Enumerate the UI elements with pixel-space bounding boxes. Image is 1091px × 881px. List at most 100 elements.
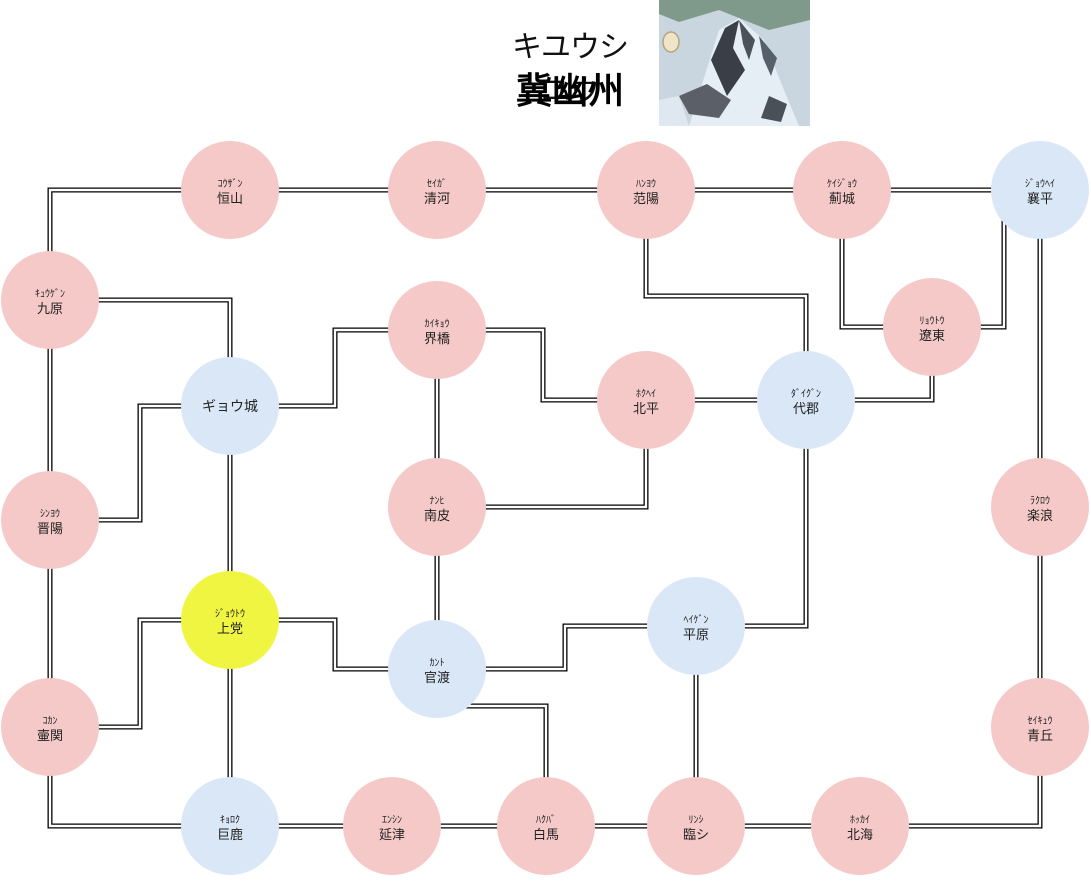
- city-reading: ｾｲｶﾞ: [427, 178, 447, 190]
- city-reading: ﾊﾝﾖｳ: [636, 178, 656, 190]
- city-node-hokkai[interactable]: ﾎｯｶｲ 北海: [811, 777, 909, 875]
- city-node-seikyuu[interactable]: ｾｲｷｭｳ 青丘: [991, 678, 1089, 776]
- city-circle: [388, 458, 486, 556]
- city-node-gyoujou[interactable]: ギョウ城: [181, 357, 279, 455]
- city-circle: [647, 577, 745, 675]
- city-circle: [181, 777, 279, 875]
- city-reading: ﾅﾝﾋ: [430, 495, 445, 507]
- city-reading: ｴﾝｼﾝ: [382, 815, 402, 826]
- city-name: 平原: [683, 628, 709, 643]
- city-node-joutou[interactable]: ｼﾞｮｳﾄｳ 上党: [181, 571, 279, 669]
- city-name: 襄平: [1027, 191, 1053, 207]
- city-node-heigen[interactable]: ﾍｲｹﾞﾝ 平原: [647, 577, 745, 675]
- city-node-kyuugen[interactable]: ｷｭｳｹﾞﾝ 九原: [1, 251, 99, 349]
- city-reading: ﾎｸﾍｲ: [636, 388, 656, 400]
- city-name: 壷関: [37, 729, 63, 744]
- city-name: 范陽: [633, 192, 659, 207]
- city-circle: [757, 351, 855, 449]
- city-circle: [181, 357, 279, 455]
- city-reading: ﾗｸﾛｳ: [1030, 495, 1050, 507]
- city-reading: ｷｭｳｹﾞﾝ: [35, 288, 65, 300]
- city-name: 南皮: [424, 508, 450, 524]
- city-circle: [388, 620, 486, 718]
- city-node-hokuhei[interactable]: ﾎｸﾍｲ 北平: [597, 351, 695, 449]
- city-circle: [991, 458, 1089, 556]
- city-node-kokan[interactable]: ｺｶﾝ 壷関: [1, 678, 99, 776]
- city-name: 代郡: [793, 402, 819, 417]
- city-reading: ｹｲｼﾞｮｳ: [827, 178, 857, 190]
- city-circle: [497, 777, 595, 875]
- city-node-hanyou[interactable]: ﾊﾝﾖｳ 范陽: [597, 141, 695, 239]
- city-reading: ﾍｲｹﾞﾝ: [684, 614, 709, 626]
- city-reading: ﾎｯｶｲ: [850, 814, 870, 826]
- city-name: 上党: [217, 622, 243, 637]
- city-reading: ｶﾝﾄ: [430, 657, 445, 669]
- city-node-shinyou[interactable]: ｼﾝﾖｳ 晋陽: [1, 471, 99, 569]
- city-name: 巨鹿: [217, 827, 243, 843]
- city-node-kouzan[interactable]: ｺｳｻﾞﾝ 恒山: [181, 141, 279, 239]
- city-circle: [883, 278, 981, 376]
- city-circle: [181, 571, 279, 669]
- city-node-kaikyou[interactable]: ｶｲｷｮｳ 界橋: [388, 281, 486, 379]
- city-name: 晋陽: [37, 522, 63, 537]
- city-circle: [388, 141, 486, 239]
- city-circle: [181, 141, 279, 239]
- city-name: 北海: [847, 828, 873, 843]
- city-reading: ﾘｮｳﾄｳ: [920, 315, 945, 327]
- city-reading: ｺｶﾝ: [43, 715, 58, 727]
- city-node-seiga[interactable]: ｾｲｶﾞ 清河: [388, 141, 486, 239]
- province-thumbnail: [659, 0, 810, 126]
- province-reading: キユウシユウ: [512, 30, 629, 109]
- province-title: 冀幽州: [515, 71, 624, 112]
- city-circle: [991, 678, 1089, 776]
- city-circle: [793, 141, 891, 239]
- city-name: 北平: [633, 402, 659, 417]
- city-name: ギョウ城: [202, 399, 258, 415]
- city-name: 白馬: [533, 827, 559, 843]
- city-name: 界橋: [424, 332, 450, 347]
- city-name: 臨シ: [683, 828, 709, 843]
- city-reading: ﾀﾞｲｸﾞﾝ: [791, 388, 821, 400]
- city-reading: ｼﾞｮｳﾄｳ: [215, 608, 245, 620]
- mountain-thumbnail-icon: [659, 0, 810, 126]
- city-name: 九原: [37, 302, 63, 317]
- route-hanyou-daigun: [643, 190, 809, 400]
- route-gyoujou-kaikyou: [230, 327, 437, 409]
- city-reading: ｷｮﾛｸ: [220, 814, 240, 826]
- city-node-daigun[interactable]: ﾀﾞｲｸﾞﾝ 代郡: [757, 351, 855, 449]
- city-circle: [647, 777, 745, 875]
- city-circle: [597, 141, 695, 239]
- city-circle: [1, 251, 99, 349]
- city-circle: [991, 141, 1089, 239]
- city-name: 薊城: [829, 192, 855, 207]
- city-circle: [597, 351, 695, 449]
- city-node-keijou[interactable]: ｹｲｼﾞｮｳ 薊城: [793, 141, 891, 239]
- city-circle: [1, 471, 99, 569]
- city-reading: ﾊｸﾊﾞ: [536, 814, 556, 826]
- city-node-enshin[interactable]: ｴﾝｼﾝ 延津: [343, 777, 441, 875]
- route-lines: [47, 187, 1043, 829]
- city-name: 清河: [424, 192, 450, 207]
- city-name: 青丘: [1027, 729, 1053, 744]
- city-reading: ｼﾞｮｳﾍｲ: [1025, 178, 1055, 190]
- city-name: 楽浪: [1027, 508, 1053, 524]
- city-reading: ｶｲｷｮｳ: [425, 318, 450, 330]
- city-circle: [1, 678, 99, 776]
- city-reading: ｼﾝﾖｳ: [40, 508, 60, 520]
- city-reading: ｾｲｷｭｳ: [1028, 715, 1053, 727]
- city-name: 延津: [379, 828, 405, 843]
- route-joutou-kanto: [230, 617, 437, 672]
- city-name: 恒山: [217, 192, 243, 207]
- city-reading: ｺｳｻﾞﾝ: [218, 178, 243, 190]
